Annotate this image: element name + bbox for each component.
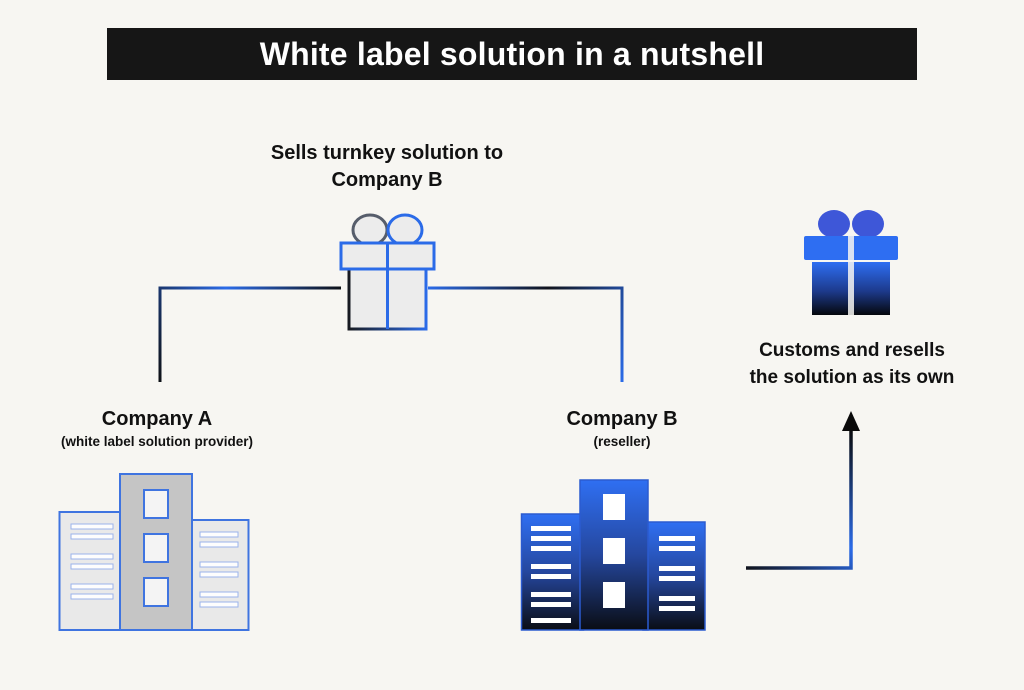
gift-icon <box>339 213 436 331</box>
company-a-name: Company A <box>101 408 213 430</box>
page-title: White label solution in a nutshell <box>259 35 765 72</box>
sells-turnkey-label: Sells turnkey solution to Company B <box>270 142 504 191</box>
gift-icon <box>804 210 898 315</box>
connector-right <box>428 286 624 382</box>
reseller-caption: Customs and resells the solution as its … <box>749 340 955 388</box>
connector-left <box>158 286 341 382</box>
building-icon <box>58 473 250 631</box>
building-icon <box>520 479 706 631</box>
company-b-subtitle: (reseller) <box>593 434 651 449</box>
company-b-name: Company B <box>566 408 678 430</box>
title-bar: White label solution in a nutshell <box>107 28 917 80</box>
arrow-up-icon <box>842 411 860 431</box>
arrow-up-line <box>746 428 853 570</box>
company-b-label-block: Company B (reseller) <box>482 408 762 449</box>
company-a-label-block: Company A (white label solution provider… <box>17 408 297 449</box>
company-a-subtitle: (white label solution provider) <box>60 434 253 449</box>
